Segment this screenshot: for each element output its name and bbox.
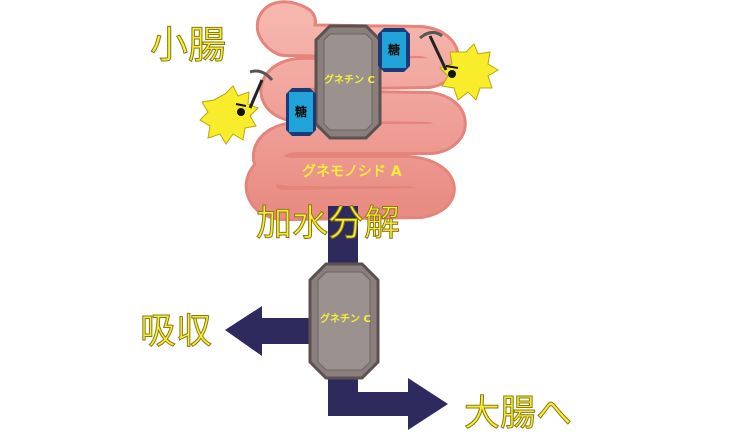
to-large-intestine-label: 大腸へ (463, 393, 573, 434)
hydrolysis-label: 加水分解 (255, 203, 401, 244)
glucoside-label: グネモノシド A (302, 164, 402, 180)
small-intestine-shape (244, 0, 467, 221)
gnetin-bottom-label: グネチン C (320, 314, 371, 325)
sugar-label-1: 糖 (388, 43, 401, 57)
absorption-label: 吸収 (139, 311, 213, 352)
pickaxe-icon-left (248, 69, 274, 109)
pickaxe-icon-right (419, 31, 448, 71)
sugar-block-2 (286, 88, 316, 136)
arrow-icon (225, 206, 448, 430)
sugar-block-1 (378, 28, 410, 72)
enzyme-icon-left (199, 85, 259, 145)
gnetin-top-label: グネチン C (324, 75, 375, 86)
small-intestine-label: 小腸 (149, 23, 227, 67)
gnetin-crystal-top (314, 24, 382, 140)
sugar-label-2: 糖 (295, 105, 308, 119)
gnetin-crystal-bottom (308, 262, 380, 380)
enzyme-icon-right (439, 43, 499, 101)
